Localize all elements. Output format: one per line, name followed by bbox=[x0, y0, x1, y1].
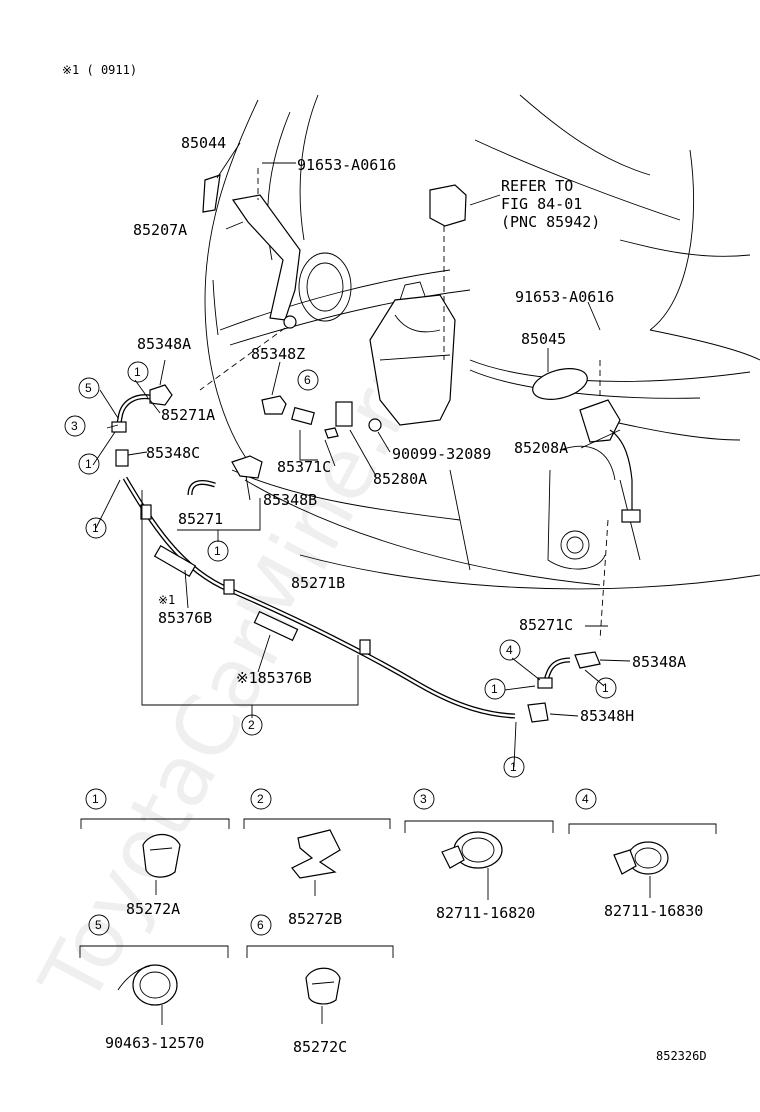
legend-part-1: 85272A bbox=[126, 900, 180, 918]
legend-part-2: 85272B bbox=[288, 910, 342, 928]
label-85045: 85045 bbox=[521, 330, 566, 348]
label-85280A: 85280A bbox=[373, 470, 427, 488]
legend-panel-5: 5 90463-12570 bbox=[79, 914, 229, 1052]
svg-text:1: 1 bbox=[214, 544, 221, 558]
svg-text:1: 1 bbox=[85, 457, 92, 471]
svg-text:4: 4 bbox=[506, 643, 513, 657]
hose-85271A bbox=[111, 394, 151, 433]
svg-text:5: 5 bbox=[95, 918, 102, 932]
nozzle-85208A bbox=[532, 360, 641, 641]
label-85371C: 85371C bbox=[277, 458, 331, 476]
svg-text:4: 4 bbox=[582, 792, 589, 806]
note-mark-85376B: ※1 bbox=[158, 593, 175, 607]
svg-text:1: 1 bbox=[92, 521, 99, 535]
label-85348A-top: 85348A bbox=[137, 335, 191, 353]
diagram-code: 852326D bbox=[656, 1049, 707, 1063]
legend-part-3: 82711-16820 bbox=[436, 904, 535, 922]
refer-line-3: (PNC 85942) bbox=[501, 213, 600, 231]
legend-part-4: 82711-16830 bbox=[604, 902, 703, 920]
label-85348A-bottom: 85348A bbox=[632, 653, 686, 671]
label-85271B: 85271B bbox=[291, 574, 345, 592]
svg-text:2: 2 bbox=[248, 718, 255, 732]
washer-tank bbox=[369, 184, 501, 426]
label-91653-right: 91653-A0616 bbox=[515, 288, 614, 306]
label-85271: 85271 bbox=[178, 510, 223, 528]
svg-text:1: 1 bbox=[491, 682, 498, 696]
legend-part-6: 85272C bbox=[293, 1038, 347, 1056]
svg-text:3: 3 bbox=[71, 419, 78, 433]
svg-text:1: 1 bbox=[92, 792, 99, 806]
label-85044: 85044 bbox=[181, 134, 226, 152]
header-note: ※1 ( 0911) bbox=[62, 63, 137, 77]
hose-85271B bbox=[122, 476, 516, 719]
svg-text:6: 6 bbox=[304, 373, 311, 387]
refer-line-1: REFER TO bbox=[501, 177, 573, 195]
label-85348C: 85348C bbox=[146, 444, 200, 462]
svg-text:3: 3 bbox=[420, 792, 427, 806]
label-85348B: 85348B bbox=[263, 491, 317, 509]
label-85271C: 85271C bbox=[519, 616, 573, 634]
refer-line-2: FIG 84-01 bbox=[501, 195, 582, 213]
nozzle-85207A bbox=[199, 168, 301, 391]
group-lines bbox=[141, 430, 359, 718]
label-85376B-bottom: ※185376B bbox=[236, 669, 312, 687]
label-91653-top: 91653-A0616 bbox=[297, 156, 396, 174]
svg-text:1: 1 bbox=[510, 760, 517, 774]
svg-text:6: 6 bbox=[257, 918, 264, 932]
legend-panel-4: 4 82711-16830 bbox=[568, 788, 717, 920]
callouts-upper: 1 5 3 1 6 1 1 2 4 1 1 1 bbox=[64, 361, 617, 778]
label-90099-32089: 90099-32089 bbox=[392, 445, 491, 463]
label-85376B-top: 85376B bbox=[158, 609, 212, 627]
connectors bbox=[115, 384, 601, 723]
legend-part-5: 90463-12570 bbox=[105, 1034, 204, 1052]
label-85348Z: 85348Z bbox=[251, 345, 305, 363]
leader-lines bbox=[92, 142, 631, 768]
legend-panel-2: 2 85272B bbox=[243, 788, 391, 928]
vehicle-body-outline bbox=[204, 94, 760, 590]
hose-85271 bbox=[187, 480, 216, 496]
label-85271A: 85271A bbox=[161, 406, 215, 424]
svg-text:2: 2 bbox=[257, 792, 264, 806]
svg-text:1: 1 bbox=[134, 365, 141, 379]
hose-85271C bbox=[537, 657, 571, 689]
legend-panel-6: 6 85272C bbox=[246, 914, 394, 1056]
legend-panel-1: 1 85272A bbox=[80, 788, 230, 918]
label-85348H: 85348H bbox=[580, 707, 634, 725]
svg-text:5: 5 bbox=[85, 381, 92, 395]
legend-panel-3: 3 82711-16820 bbox=[404, 788, 554, 922]
svg-text:1: 1 bbox=[602, 681, 609, 695]
label-85207A: 85207A bbox=[133, 221, 187, 239]
label-85208A: 85208A bbox=[514, 439, 568, 457]
